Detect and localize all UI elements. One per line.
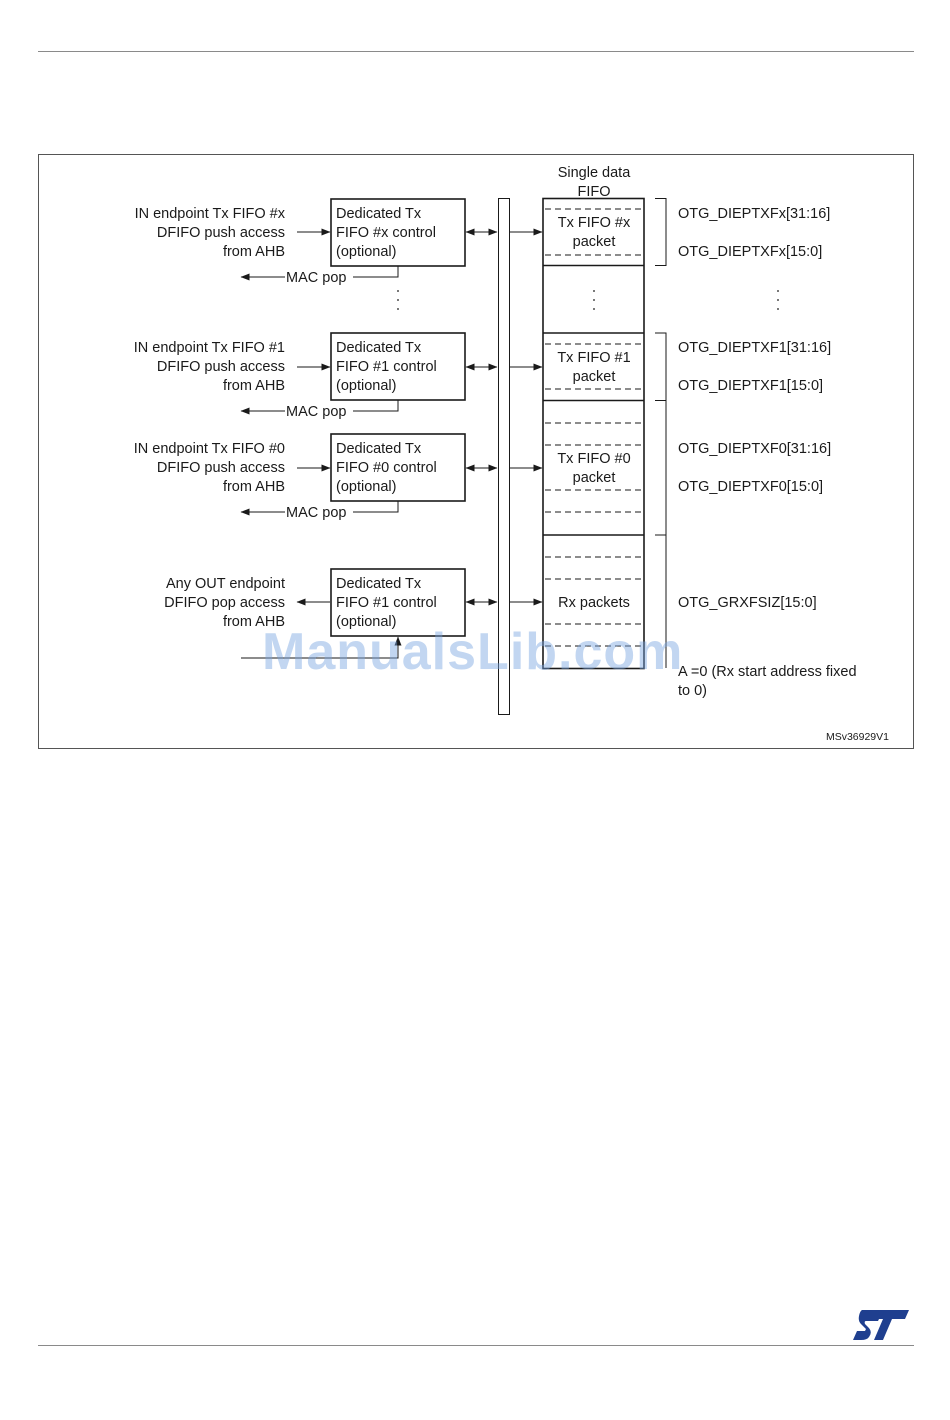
- bracket-fifo-0: [655, 400, 667, 535]
- control-label: FIFO #1 control: [336, 359, 437, 375]
- control-label: FIFO #0 control: [336, 460, 437, 476]
- control-label: Dedicated Tx: [336, 206, 422, 222]
- top-rule: [38, 51, 914, 52]
- bracket-fifo-x: [655, 198, 667, 266]
- control-label: Dedicated Tx: [336, 441, 422, 457]
- mac-pop-label: MAC pop: [286, 404, 346, 420]
- figure-id: MSv36929V1: [826, 731, 889, 743]
- control-label: FIFO #1 control: [336, 595, 437, 611]
- packet-label: packet: [573, 234, 616, 250]
- source-label: IN endpoint Tx FIFO #x: [135, 206, 286, 222]
- packet-label: packet: [573, 369, 616, 385]
- row-rx: Any OUT endpoint DFIFO pop access from A…: [164, 568, 817, 659]
- source-label: IN endpoint Tx FIFO #1: [134, 340, 285, 356]
- fifo-memory-column: [542, 197, 645, 670]
- mac-pop-label: MAC pop: [286, 270, 346, 286]
- source-label: DFIFO push access: [157, 225, 285, 241]
- packet-label: Tx FIFO #x: [558, 215, 631, 231]
- mac-push-line: [241, 636, 402, 659]
- row-fifo-x: IN endpoint Tx FIFO #x DFIFO push access…: [135, 198, 830, 286]
- source-label: from AHB: [223, 479, 285, 495]
- control-block: [330, 568, 466, 637]
- source-label: from AHB: [223, 614, 285, 630]
- packet-label: packet: [573, 470, 616, 486]
- source-label: DFIFO push access: [157, 359, 285, 375]
- control-label: FIFO #x control: [336, 225, 436, 241]
- source-label: DFIFO pop access: [164, 595, 285, 611]
- bracket-fifo-1: [655, 332, 667, 401]
- rx-note: to 0): [678, 683, 707, 699]
- fifo-architecture-diagram: Single data FIFO: [38, 154, 914, 749]
- control-block: [330, 433, 466, 502]
- figure-frame: [38, 154, 914, 749]
- control-label: Dedicated Tx: [336, 340, 422, 356]
- control-label: (optional): [336, 244, 396, 260]
- bracket-rx: [655, 534, 667, 668]
- register-high: OTG_DIEPTXFx[31:16]: [678, 206, 830, 222]
- control-label: (optional): [336, 378, 396, 394]
- source-label: from AHB: [223, 378, 285, 394]
- register-low: OTG_DIEPTXFx[15:0]: [678, 244, 822, 260]
- source-label: from AHB: [223, 244, 285, 260]
- fifo-title-line1: Single data: [558, 165, 631, 181]
- register-low: OTG_DIEPTXF1[15:0]: [678, 378, 823, 394]
- register-brackets: [655, 198, 667, 668]
- rx-note: A =0 (Rx start address fixed: [678, 664, 857, 680]
- packet-label: Tx FIFO #1: [557, 350, 630, 366]
- packet-label: Rx packets: [558, 595, 630, 611]
- source-label: IN endpoint Tx FIFO #0: [134, 441, 285, 457]
- control-block: [330, 198, 466, 267]
- control-label: (optional): [336, 479, 396, 495]
- ellipsis-marks: [397, 290, 779, 310]
- control-label: (optional): [336, 614, 396, 630]
- row-fifo-0: IN endpoint Tx FIFO #0 DFIFO push access…: [134, 433, 831, 521]
- data-bus: [498, 198, 510, 715]
- source-label: Any OUT endpoint: [166, 576, 285, 592]
- st-logo-icon: [853, 1310, 909, 1340]
- row-fifo-1: IN endpoint Tx FIFO #1 DFIFO push access…: [134, 332, 831, 420]
- mac-pop-line: [353, 266, 399, 278]
- bottom-rule: [38, 1345, 914, 1346]
- mac-pop-line: [353, 501, 399, 513]
- register-high: OTG_DIEPTXF0[31:16]: [678, 441, 831, 457]
- packet-label: Tx FIFO #0: [557, 451, 630, 467]
- fifo-title-line2: FIFO: [577, 184, 610, 200]
- register-low: OTG_DIEPTXF0[15:0]: [678, 479, 823, 495]
- control-label: Dedicated Tx: [336, 576, 422, 592]
- source-label: DFIFO push access: [157, 460, 285, 476]
- register-high: OTG_DIEPTXF1[31:16]: [678, 340, 831, 356]
- register-high: OTG_GRXFSIZ[15:0]: [678, 595, 817, 611]
- mac-pop-line: [353, 400, 399, 412]
- mac-pop-label: MAC pop: [286, 505, 346, 521]
